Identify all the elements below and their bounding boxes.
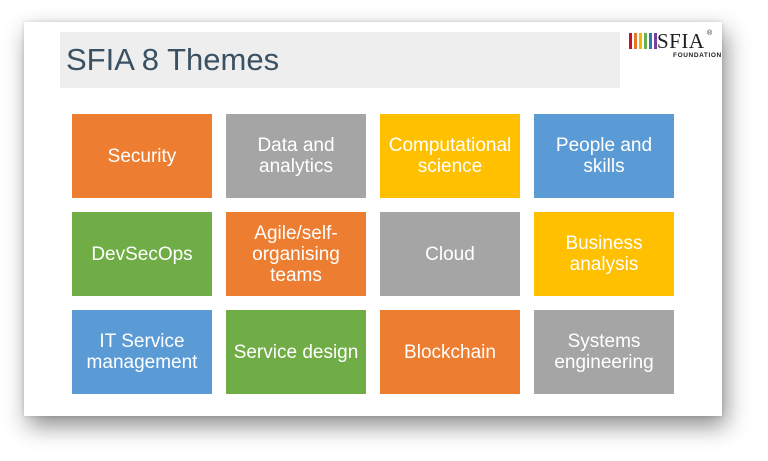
theme-tile-service-design: Service design: [226, 310, 366, 394]
theme-tile-it-service-management: IT Service management: [72, 310, 212, 394]
logo-stripe: [654, 33, 657, 49]
title-bar: SFIA 8 Themes: [60, 32, 620, 88]
logo-stripe: [644, 33, 647, 49]
theme-tile-label: Business analysis: [565, 233, 643, 275]
logo-stripe: [634, 33, 637, 49]
logo-stripe: [639, 33, 642, 49]
theme-tile-label: DevSecOps: [91, 243, 193, 265]
theme-tile-label: Service design: [233, 341, 359, 363]
theme-tile-label: People and skills: [555, 135, 653, 177]
theme-tile-devsecops: DevSecOps: [72, 212, 212, 296]
theme-tile-label: IT Service management: [86, 331, 198, 373]
theme-tile-security: Security: [72, 114, 212, 198]
theme-tile-people-and-skills: People and skills: [534, 114, 674, 198]
sfia-foundation-logo: SFIA ® FOUNDATION: [629, 29, 722, 66]
theme-tile-data-and-analytics: Data and analytics: [226, 114, 366, 198]
theme-tile-label: Cloud: [425, 243, 475, 265]
slide-title: SFIA 8 Themes: [66, 42, 280, 77]
slide: SFIA 8 Themes SFIA ® FOUNDATION Security…: [24, 22, 722, 416]
theme-tile-label: Security: [107, 145, 177, 167]
theme-tile-cloud: Cloud: [380, 212, 520, 296]
logo-subtitle: FOUNDATION: [673, 52, 722, 59]
logo-stripe: [649, 33, 652, 49]
logo-stripe: [629, 33, 632, 49]
theme-tile-computational-science: Computational science: [380, 114, 520, 198]
logo-wordmark: SFIA: [657, 29, 705, 53]
theme-tile-label: Data and analytics: [257, 135, 335, 177]
theme-tile-label: Systems engineering: [554, 331, 654, 373]
theme-tile-label: Computational science: [388, 135, 512, 177]
logo-registered-mark: ®: [707, 30, 713, 37]
logo-stripes: [629, 33, 657, 49]
theme-tile-agile-self-organising-teams: Agile/self-organising teams: [226, 212, 366, 296]
theme-tile-business-analysis: Business analysis: [534, 212, 674, 296]
theme-tile-label: Blockchain: [404, 341, 496, 363]
theme-tile-label: Agile/self-organising teams: [252, 222, 340, 286]
theme-tile-blockchain: Blockchain: [380, 310, 520, 394]
theme-tile-systems-engineering: Systems engineering: [534, 310, 674, 394]
